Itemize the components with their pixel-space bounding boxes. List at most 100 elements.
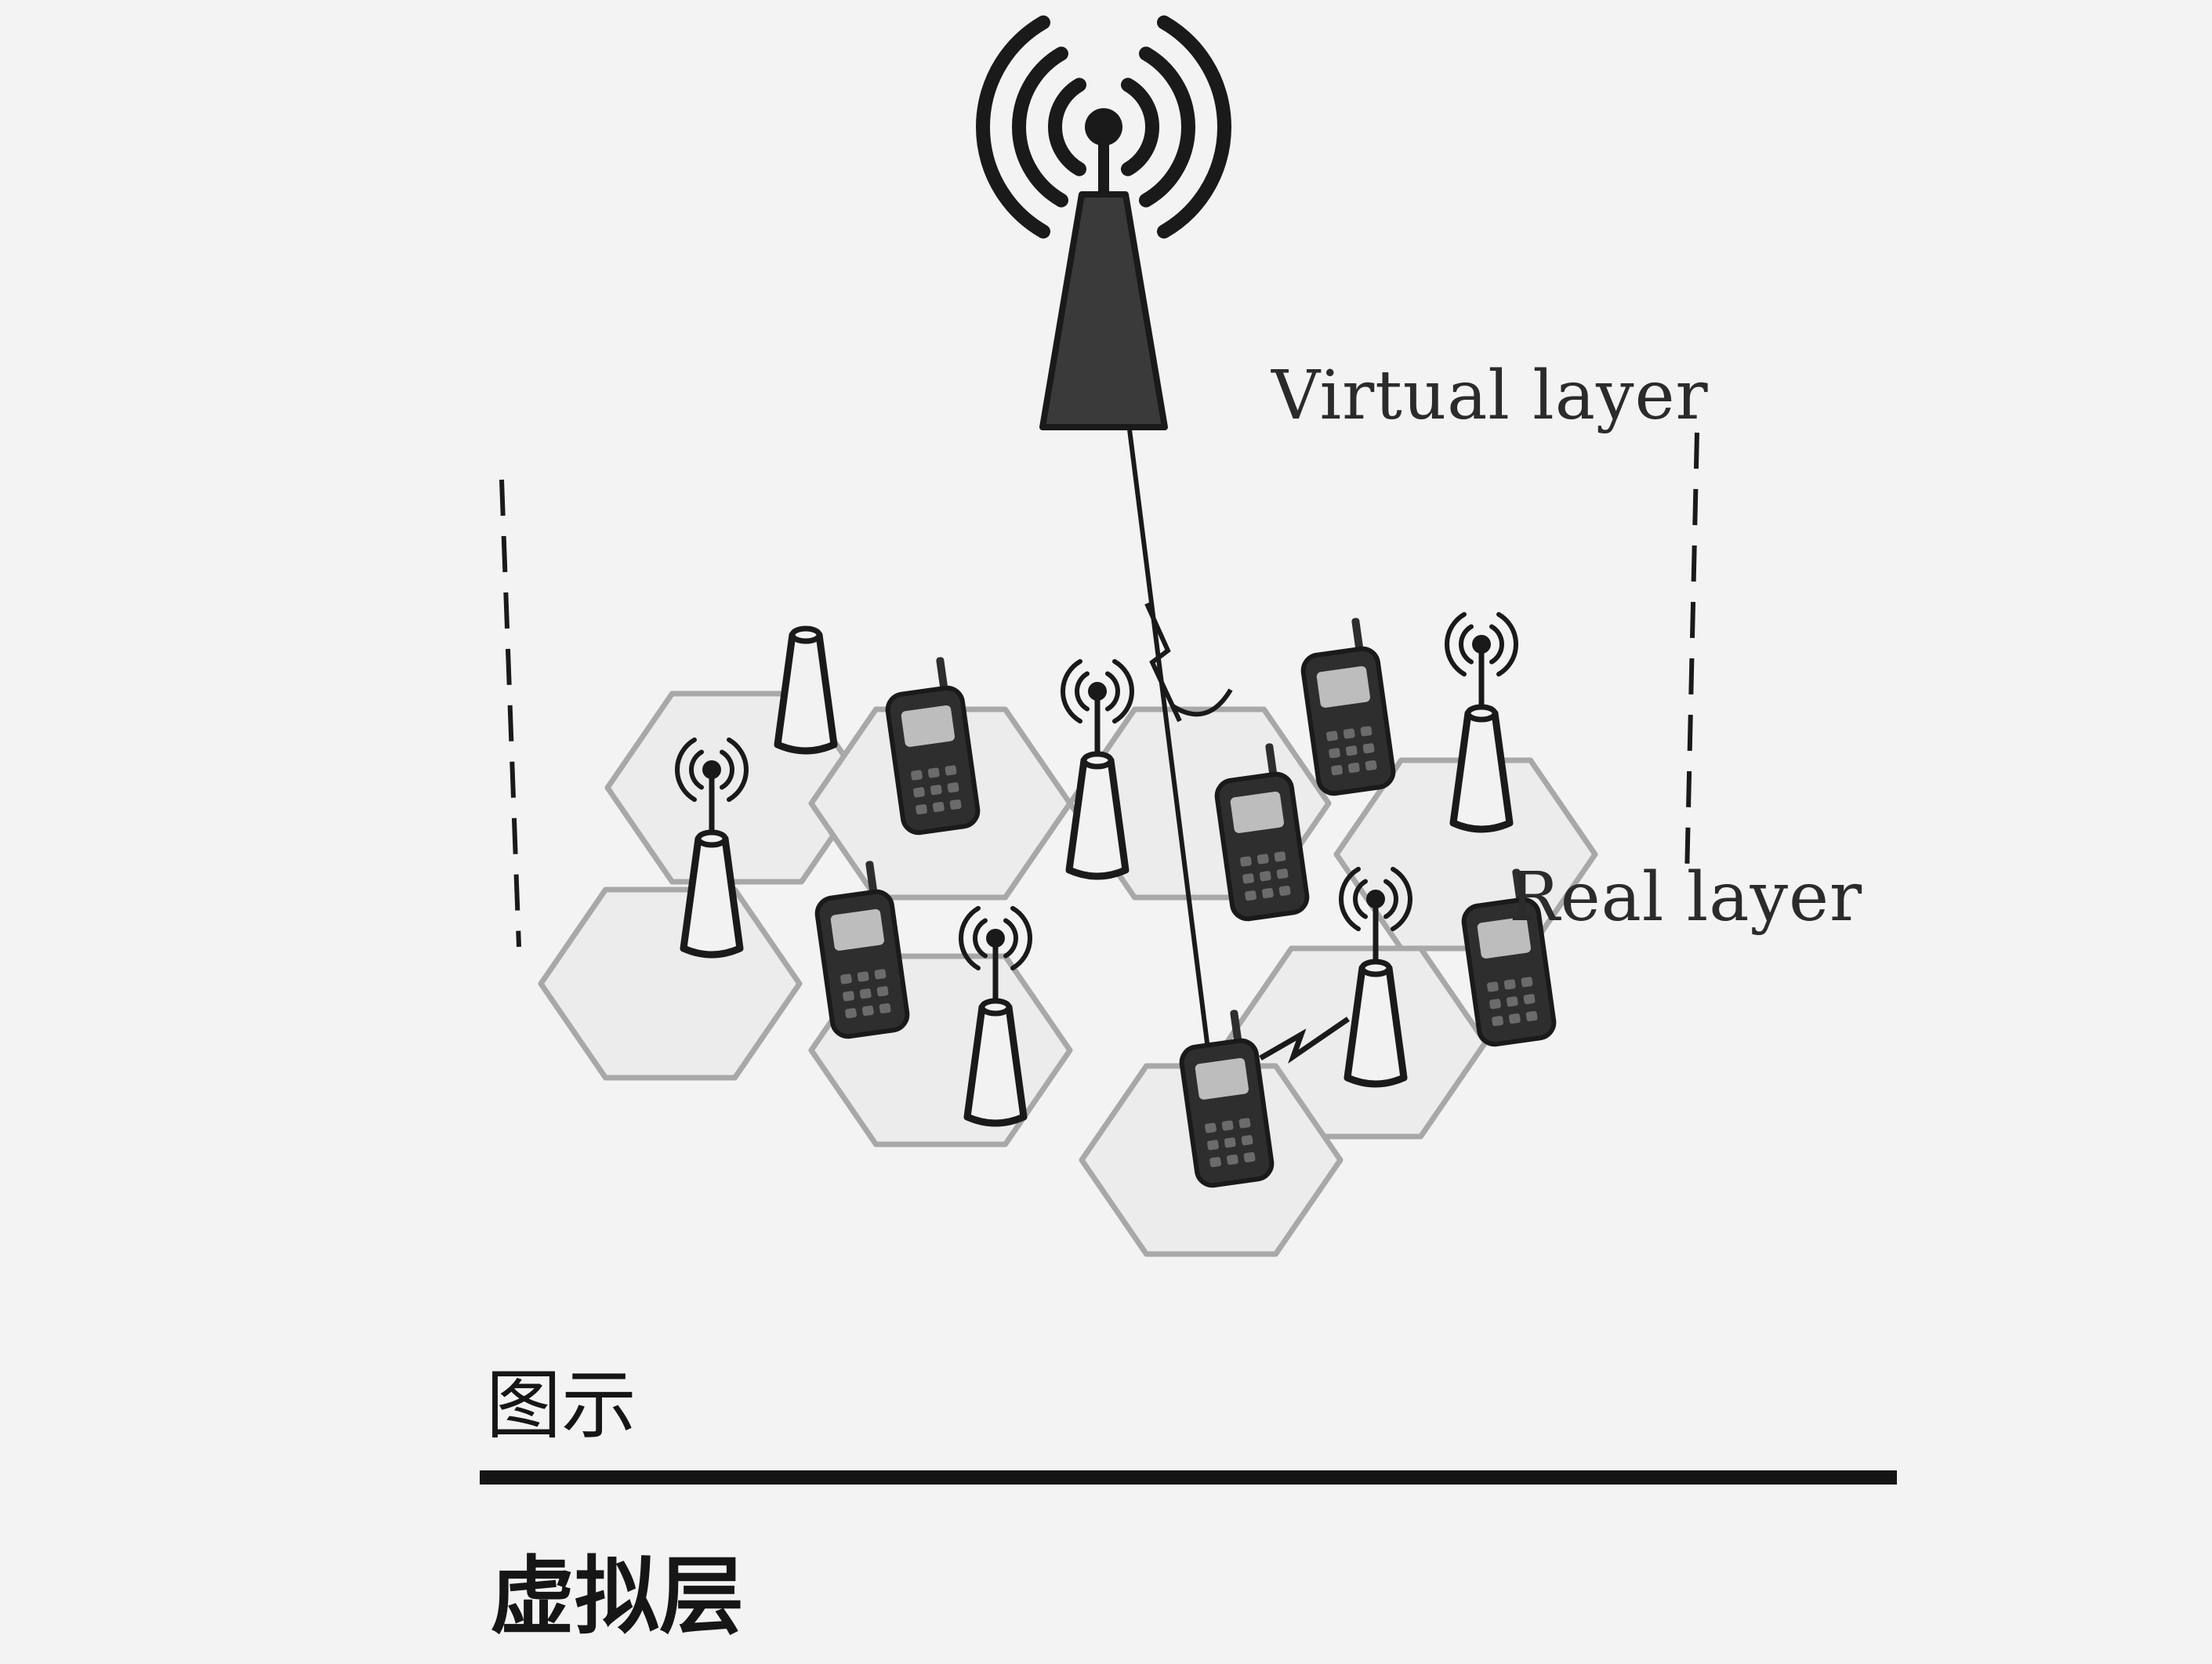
phone-key: [1226, 1155, 1238, 1166]
antenna-cone: [1344, 964, 1408, 1088]
antenna-cone-top: [789, 625, 822, 644]
phone-key: [1329, 748, 1340, 759]
antenna-cone-top: [979, 998, 1012, 1017]
macro-signal-arc-right: [1121, 78, 1159, 176]
phone-key: [1278, 885, 1291, 897]
mobile-phone-icon: [1300, 618, 1396, 796]
phone-key: [1240, 856, 1252, 867]
phone-key: [916, 804, 927, 815]
phone-screen: [1316, 665, 1370, 708]
phone-antenna: [1351, 618, 1364, 654]
antenna-cone: [680, 835, 744, 959]
phone-key: [913, 787, 925, 798]
mobile-phone-icon: [1179, 1010, 1275, 1188]
phone-to-cell-zigzag: [1259, 1017, 1350, 1064]
phone-key: [1221, 1120, 1234, 1131]
mobile-phones: [814, 618, 1557, 1188]
phone-key: [861, 1006, 874, 1017]
antenna-tip: [1472, 635, 1491, 654]
phone-key: [927, 767, 940, 778]
phone-key: [1506, 996, 1518, 1007]
phone-key: [1243, 1151, 1256, 1163]
legend-item-virtual-layer: 虚拟层: [490, 1548, 745, 1646]
link-lines: [1126, 422, 1350, 1075]
small-cell-signal-arc-right: [1112, 658, 1134, 724]
small-cell-signal-arc-left: [1339, 866, 1361, 932]
phone-key: [1365, 759, 1377, 771]
legend-rule: [480, 1470, 1897, 1485]
antenna-cone: [1449, 709, 1514, 833]
phone-screen: [901, 705, 955, 747]
mobile-phone-icon: [1461, 868, 1557, 1047]
phone-key: [1331, 765, 1343, 776]
small-cell-signal-arc-right: [727, 737, 749, 803]
mobile-phone-icon: [814, 861, 910, 1039]
phone-key: [1345, 745, 1358, 756]
antenna-tip: [1366, 890, 1385, 908]
phone-key: [1360, 726, 1373, 737]
phone-key: [1245, 890, 1256, 901]
small-cell-signal-arc-right: [1496, 611, 1518, 677]
phone-key: [1347, 763, 1360, 774]
phone-antenna: [936, 657, 948, 694]
hex-cell: [538, 886, 803, 1081]
phone-key: [1207, 1140, 1219, 1151]
boundary-dash-right: [1684, 432, 1699, 879]
phone-key: [1209, 1157, 1221, 1168]
small-cell-signal-arc-left: [1353, 879, 1368, 919]
macro-signal-arc-left: [1048, 78, 1086, 176]
phone-key: [932, 802, 945, 813]
hex-cell-grid: [538, 691, 1598, 1257]
small-cell-signal-arc-right: [1383, 879, 1398, 919]
small-cell-signal-arc-right: [1391, 866, 1412, 932]
phone-key: [1492, 1016, 1503, 1027]
phone-key: [843, 991, 854, 1002]
small-cell-signal-arc-left: [1075, 671, 1090, 712]
link-arc: [1170, 688, 1233, 717]
phone-key: [840, 973, 852, 984]
antenna-cone-top: [695, 829, 728, 848]
macro-signal-arc-left: [976, 15, 1050, 239]
small-cell-antennas: [675, 611, 1518, 1127]
phone-key: [1276, 868, 1289, 879]
phone-key: [1259, 871, 1271, 882]
small-cell-antenna-icon: [675, 737, 749, 959]
antenna-cone-top: [1465, 704, 1498, 723]
antenna-tip: [986, 929, 1005, 948]
phone-key: [1521, 977, 1533, 988]
phone-antenna: [1512, 868, 1525, 905]
mobile-phone-icon: [1214, 743, 1310, 922]
phone-key: [1224, 1137, 1236, 1148]
small-cell-signal-arc-left: [1061, 658, 1082, 724]
small-cell-antenna-icon: [774, 625, 838, 755]
real-layer-label: Real layer: [1509, 858, 1863, 937]
small-cell-signal-arc-left: [1445, 611, 1467, 677]
small-cell-antenna-icon: [1061, 658, 1134, 880]
small-cell-signal-arc-left: [959, 905, 981, 971]
macro-tower: [976, 15, 1231, 430]
phone-key: [1261, 888, 1274, 899]
broadcast-tower-icon: [1039, 191, 1168, 430]
virtual-layer-boundary: [499, 432, 1699, 948]
phone-key: [1256, 854, 1269, 865]
macro-signal-arc-left: [1012, 46, 1068, 208]
phone-key: [1205, 1122, 1217, 1133]
phone-key: [1343, 728, 1355, 739]
small-cell-antenna-icon: [1339, 866, 1412, 1088]
antenna-cone: [774, 631, 838, 755]
virtual-layer-label: Virtual layer: [1271, 357, 1709, 435]
small-cell-signal-arc-left: [973, 918, 988, 959]
small-cell-signal-arc-right: [1105, 671, 1120, 712]
phone-key: [1238, 1118, 1251, 1129]
small-cell-signal-arc-right: [1489, 624, 1504, 665]
phone-key: [1489, 999, 1501, 1010]
phone-key: [845, 1008, 857, 1019]
phone-key: [1503, 979, 1516, 990]
antenna-tip: [1088, 682, 1107, 701]
phone-key: [874, 969, 887, 980]
boundary-dash-left: [499, 479, 521, 948]
phone-key: [1242, 873, 1254, 884]
antenna-cone: [1065, 756, 1130, 880]
phone-key: [1523, 994, 1536, 1005]
